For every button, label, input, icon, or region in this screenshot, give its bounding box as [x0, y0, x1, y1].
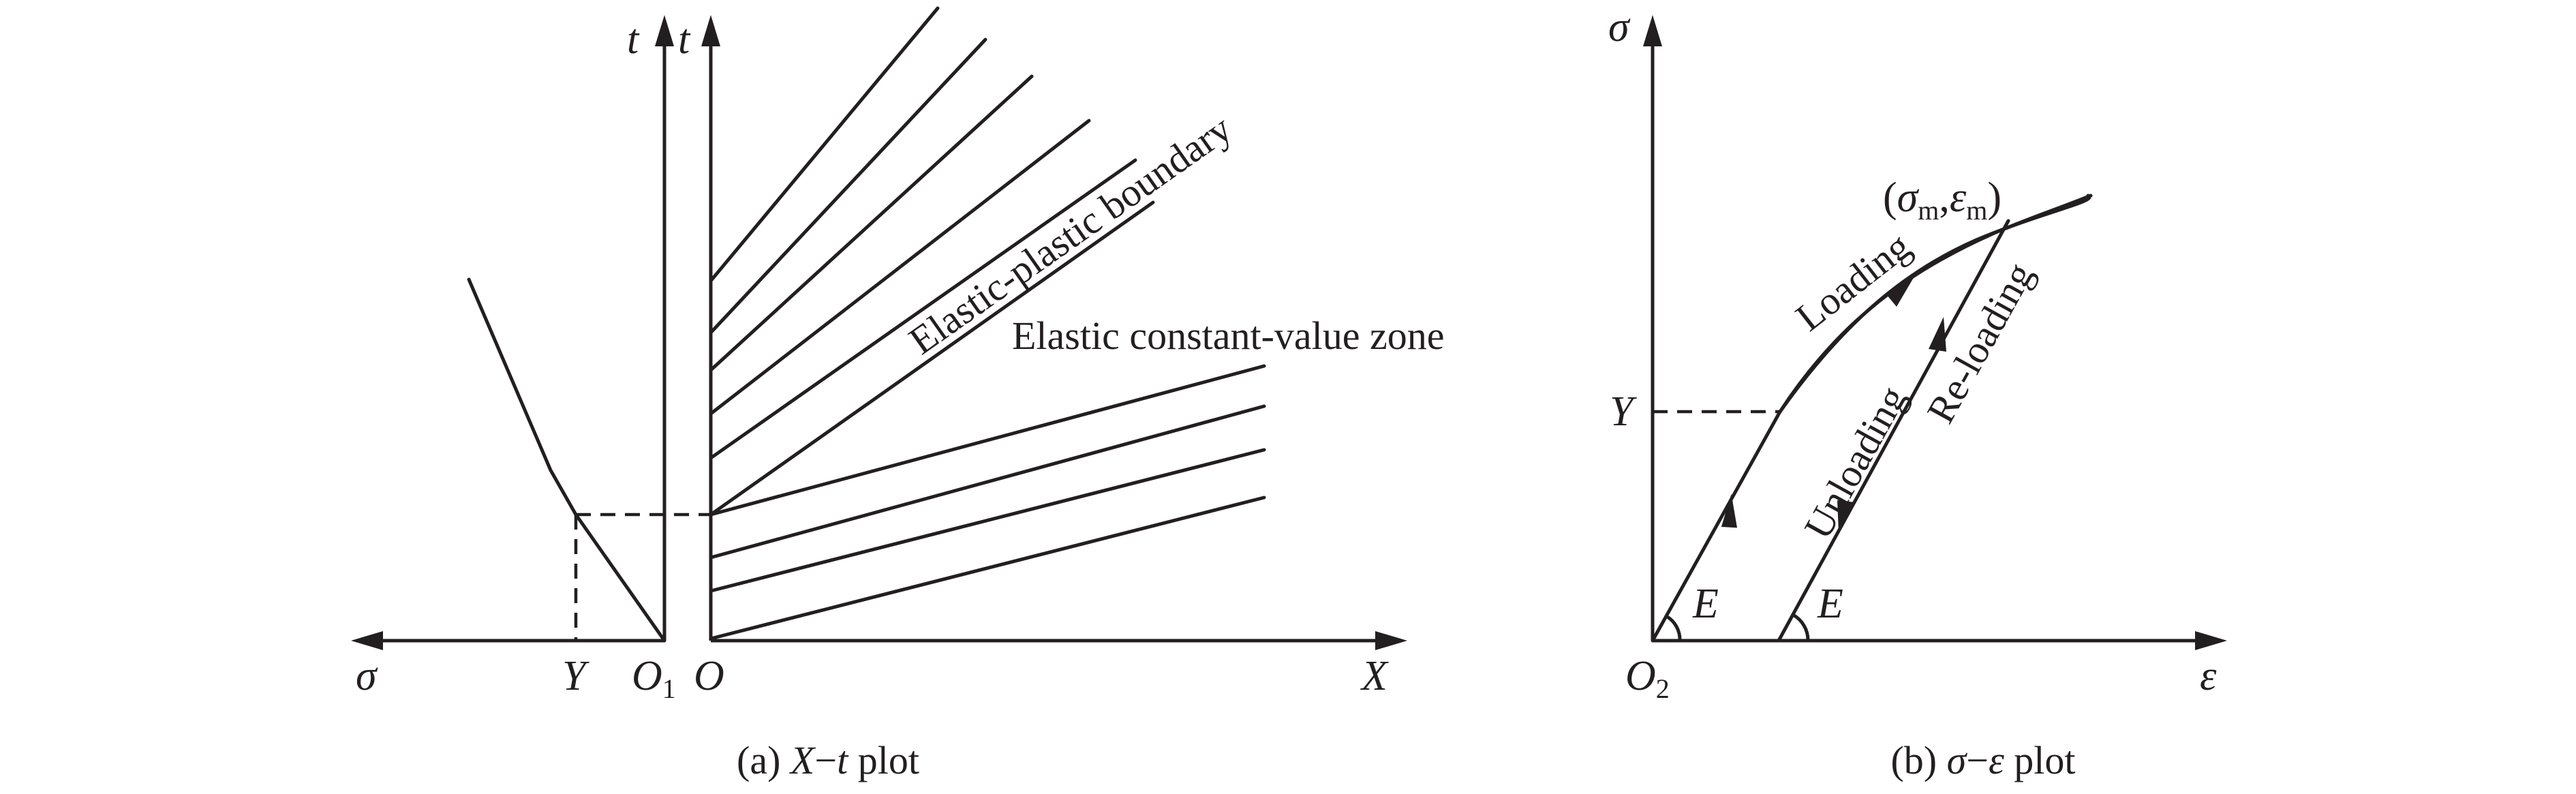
t-axis-right-arrow-icon — [701, 15, 720, 46]
elastic-loading-segment — [1651, 410, 1782, 643]
plastic-loading-arrow-icon — [1886, 275, 1915, 307]
unloading-reloading-line — [1777, 219, 2010, 643]
elastic-plastic-boundary-line — [709, 200, 1155, 517]
origin-o1-label: O1 — [632, 653, 676, 704]
angle-arc-e2 — [1791, 613, 1810, 643]
origin-o2-label: O2 — [1625, 653, 1670, 704]
x-axis-label: X — [1360, 653, 1389, 699]
t-axis-right-label: t — [678, 16, 691, 63]
caption-b: (b) σ−ε plot — [1890, 738, 2075, 782]
epsilon-axis-arrow-icon — [2195, 631, 2227, 650]
plot-b: σ ε Y O2 E E (σm,εm) Loading Unloading R… — [1608, 4, 2227, 782]
modulus-label-2: E — [1817, 581, 1843, 627]
t-axis-left-arrow-icon — [655, 15, 674, 46]
origin-o-label: O — [694, 653, 724, 699]
x-axis-arrow-icon — [1375, 631, 1407, 650]
characteristic-line — [709, 364, 1266, 517]
characteristic-line — [709, 6, 940, 283]
epsilon-axis-label: ε — [2200, 653, 2217, 699]
y-tick-label-a: Y — [562, 653, 589, 699]
modulus-label-1: E — [1692, 581, 1719, 627]
characteristic-line — [709, 448, 1266, 593]
characteristic-line — [709, 119, 1091, 416]
characteristic-line — [709, 74, 1034, 372]
unloading-annotation: Unloading — [1796, 379, 1916, 547]
peak-point-label: (σm,εm) — [1883, 174, 2002, 226]
unloading-arrow-icon — [1837, 500, 1855, 533]
sigma-axis-b-label: σ — [1608, 4, 1631, 50]
characteristic-line — [709, 404, 1266, 560]
plastic-loading-curve-visible — [1778, 194, 2093, 414]
sigma-axis-arrow-icon — [351, 631, 383, 650]
characteristic-line — [709, 37, 987, 335]
sigma-axis-b-arrow-icon — [1643, 15, 1662, 46]
plot-a: t t σ Y O1 O X Elastic-plastic boundary … — [351, 6, 1445, 782]
characteristic-line — [709, 495, 1266, 641]
t-axis-left-label: t — [627, 16, 640, 63]
sigma-axis-a-label: σ — [356, 653, 378, 699]
y-tick-label-b: Y — [1610, 388, 1637, 435]
angle-arc-e1 — [1664, 614, 1682, 643]
elastic-loading-arrow-icon — [1721, 493, 1738, 528]
caption-a: (a) X−t plot — [737, 738, 919, 782]
elastic-constant-value-zone-annotation: Elastic constant-value zone — [1012, 314, 1445, 358]
reloading-arrow-icon — [1929, 317, 1946, 352]
stress-time-curve — [467, 277, 666, 643]
characteristic-line — [709, 158, 1137, 460]
